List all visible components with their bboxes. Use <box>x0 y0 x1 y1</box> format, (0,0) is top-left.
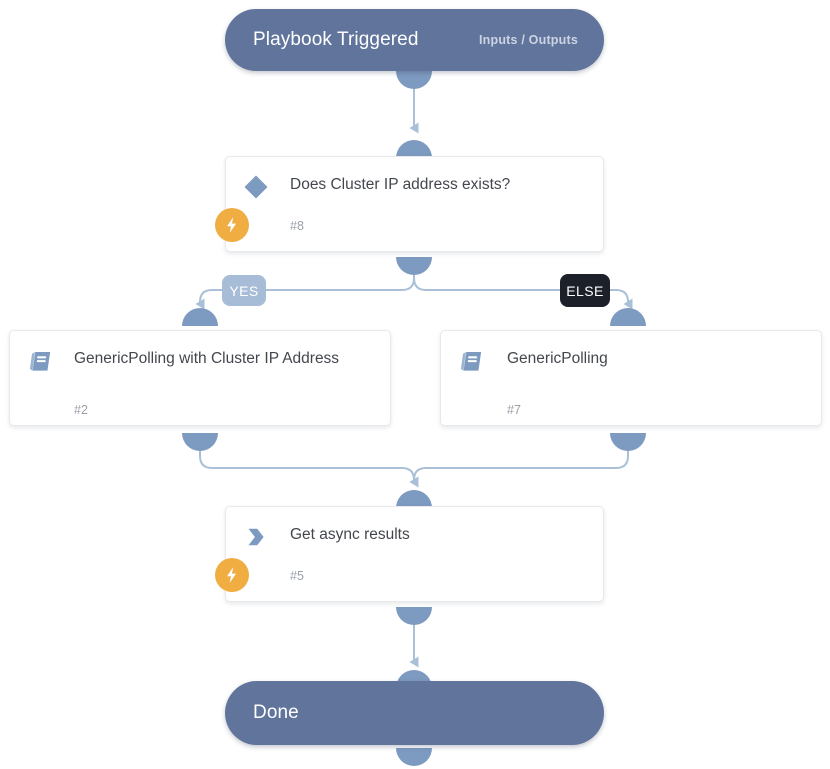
node-genericpolling[interactable]: GenericPolling #7 <box>440 330 822 426</box>
chevron-right-icon <box>240 521 272 553</box>
inputs-outputs-label[interactable]: Inputs / Outputs <box>478 33 578 47</box>
lightning-bolt-icon <box>215 558 249 592</box>
node-get-async-results[interactable]: Get async results #5 <box>215 506 604 602</box>
book-icon <box>455 345 487 377</box>
edge-else-drop <box>602 289 633 310</box>
edge-yes-drop <box>195 289 226 310</box>
book-icon <box>24 345 56 377</box>
node-playbook-triggered[interactable]: Playbook Triggered Inputs / Outputs <box>225 9 604 71</box>
branch-label-text: ELSE <box>566 282 604 299</box>
node-id: #2 <box>74 403 88 417</box>
edge-condition-split-left <box>262 264 415 291</box>
port-in-condition <box>396 140 432 158</box>
node-title: Playbook Triggered <box>253 29 419 50</box>
diamond-icon <box>240 171 272 203</box>
node-id: #5 <box>290 569 304 583</box>
node-title: Get async results <box>290 526 410 543</box>
port-out-left-card <box>182 433 218 451</box>
port-out-start <box>396 71 432 89</box>
node-done[interactable]: Done <box>225 681 604 745</box>
port-out-async <box>396 607 432 625</box>
node-title: GenericPolling with Cluster IP Address <box>74 350 340 367</box>
branch-label-text: YES <box>229 282 259 299</box>
branch-label-yes[interactable]: YES <box>222 275 266 306</box>
node-title: Does Cluster IP address exists? <box>290 176 511 193</box>
edge-right-to-merge <box>409 440 629 488</box>
node-genericpolling-cluster-ip[interactable]: GenericPolling with Cluster IP Address #… <box>9 330 391 426</box>
node-title: GenericPolling <box>507 350 608 367</box>
port-in-right-card <box>610 308 646 326</box>
node-title: Done <box>253 702 299 723</box>
port-out-right-card <box>610 433 646 451</box>
edge-left-to-merge <box>199 440 419 488</box>
edge-condition-split-right <box>413 264 566 291</box>
node-id: #8 <box>290 219 304 233</box>
node-condition-cluster-ip[interactable]: Does Cluster IP address exists? #8 <box>215 156 604 252</box>
port-out-condition <box>396 257 432 275</box>
branch-label-else[interactable]: ELSE <box>560 274 610 307</box>
port-out-done <box>396 748 432 766</box>
port-in-left-card <box>182 308 218 326</box>
lightning-bolt-icon <box>215 208 249 242</box>
node-id: #7 <box>507 403 521 417</box>
port-in-async <box>396 490 432 508</box>
